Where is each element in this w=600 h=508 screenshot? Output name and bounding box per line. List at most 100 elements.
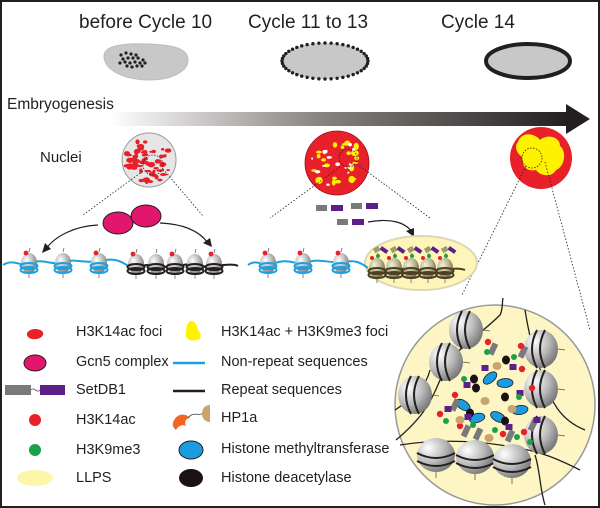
white-gap — [348, 142, 352, 147]
h3k14ac-focus — [141, 154, 147, 157]
white-gap — [311, 157, 314, 160]
dna-wrap — [464, 310, 471, 350]
white-gap — [314, 170, 321, 174]
nucleus-dot — [282, 64, 286, 68]
yellow-focus — [341, 142, 349, 146]
dna-wrap — [416, 452, 456, 459]
histone-tail — [462, 361, 471, 364]
nucleus-dot — [119, 53, 123, 57]
nucleus-dot — [305, 75, 309, 80]
red-foci-icon — [26, 328, 44, 340]
histone-tail — [135, 248, 138, 254]
h3k14ac-mark — [421, 256, 425, 260]
h3k9me3-mark — [470, 422, 476, 428]
nucleus-dot — [123, 60, 127, 64]
legend-icons — [5, 320, 211, 487]
setdb1-gray-domain — [449, 398, 461, 412]
nucleus-dot — [129, 52, 133, 56]
h3k14ac-mark — [520, 428, 528, 436]
legend-label-llps: LLPS — [76, 470, 112, 486]
nucleus-dot — [311, 42, 315, 46]
nucleus-dot — [280, 59, 284, 63]
h3k14ac-focus — [143, 140, 148, 144]
h3k14ac-focus — [135, 159, 141, 164]
dna-wrap — [89, 266, 109, 274]
h3k14ac-focus — [157, 178, 163, 182]
yellow-focus — [316, 154, 321, 159]
h3k14ac-mark — [484, 338, 492, 346]
h3k14ac-focus — [137, 145, 145, 151]
h3k9me3-mark — [516, 394, 522, 400]
h3k14ac-mark — [528, 384, 536, 392]
nucleus-dot — [329, 41, 333, 45]
dna-wrap — [53, 266, 73, 274]
h3k14ac-focus — [145, 180, 149, 185]
nucleus-dot — [130, 65, 134, 69]
h3k14ac-mark — [451, 391, 459, 399]
nucleus-dot — [300, 74, 304, 78]
black-ellipse-icon — [179, 469, 203, 487]
setdb1-purple-domain — [481, 365, 489, 371]
yellow-focus — [352, 161, 359, 165]
nucleus-dot — [323, 77, 327, 81]
h3k14ac-focus — [145, 161, 149, 166]
setdb1-gray-domain — [504, 429, 516, 443]
nucleus-dot — [135, 64, 139, 68]
h3k14ac-focus — [138, 178, 145, 183]
gcn5-complexes — [102, 204, 162, 235]
nucleus-dot — [300, 44, 304, 48]
yellow-focus — [349, 164, 355, 172]
white-gap — [344, 166, 347, 169]
nucleus-dot — [295, 45, 299, 50]
setdb1-arrow — [367, 219, 413, 233]
nucleus-before-cycle-10 — [121, 132, 177, 188]
h3k14ac-mark — [262, 250, 268, 256]
embryo-cycle-11-to-13 — [280, 41, 370, 81]
chromatin-fiber-left — [2, 247, 239, 279]
h3k14ac-focus — [134, 149, 138, 155]
nucleus-dot — [346, 74, 350, 78]
setdb1-gray-domain — [472, 427, 484, 441]
h3k14ac-mark — [93, 250, 99, 256]
arrowhead — [42, 243, 51, 253]
hp1a-head — [423, 245, 432, 254]
h3k9me3-mark — [427, 254, 431, 258]
legend-label-repeat-sequences: Repeat sequences — [221, 382, 342, 398]
histone-deacetylase — [472, 383, 480, 393]
dna-wrap — [204, 267, 224, 275]
nucleus-dot — [305, 42, 309, 47]
dna-wrap — [413, 375, 420, 415]
h3k14ac-mark — [518, 365, 526, 373]
setdb1-domain — [430, 246, 440, 254]
white-gap — [326, 183, 330, 186]
h3k9me3-mark — [410, 254, 414, 258]
legend-label-non-repeat-sequences: Non-repeat sequences — [221, 354, 368, 370]
histone-tail — [302, 247, 305, 253]
h3k14ac-focus — [149, 162, 153, 165]
legend-label-histone-methyltransferase: Histone methyltransferase — [221, 441, 390, 457]
histone-tail — [557, 434, 566, 437]
setdb1-purple-domain — [464, 414, 472, 420]
setdb1-gray-domain — [351, 203, 362, 209]
h3k14ac-focus — [160, 148, 165, 151]
dna-wrap — [165, 267, 185, 275]
nuclei-label: Nuclei — [40, 149, 82, 166]
setdb1-gray-domain — [316, 205, 327, 211]
nucleosome — [417, 438, 455, 472]
dna-wrap — [416, 460, 456, 467]
timeline-label: Embryogenesis — [7, 96, 114, 113]
nucleus-dot — [126, 56, 130, 60]
h3k14ac-mark — [335, 250, 341, 256]
setdb1-icon — [5, 385, 65, 395]
nucleus-dot — [128, 61, 132, 65]
nucleus-dot — [351, 45, 355, 50]
white-gap — [335, 162, 341, 167]
dna-wrap — [539, 329, 546, 369]
dna-wrap — [331, 262, 351, 270]
yellow-focus — [348, 175, 355, 184]
h3k14ac-focus — [151, 149, 157, 154]
legend-label-h3k14ac: H3K14ac — [76, 412, 136, 428]
setdb1-purple-domain — [366, 203, 378, 209]
dna-wrap — [165, 263, 185, 271]
embryo-before-cycle-10 — [103, 43, 189, 81]
